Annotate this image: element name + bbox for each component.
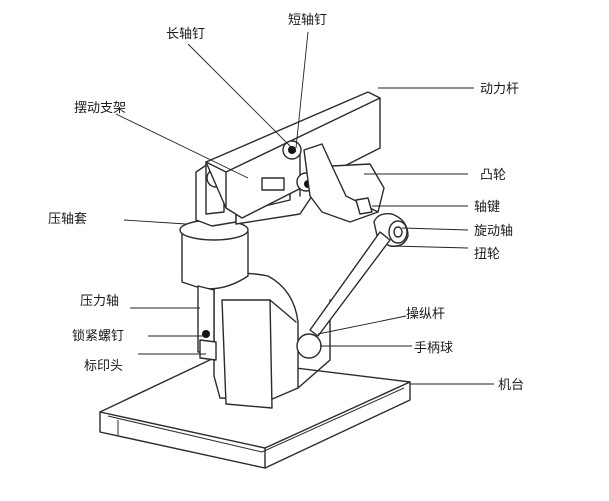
press-shaft-sleeve-shape <box>179 219 249 290</box>
label-cam: 凸轮 <box>480 168 506 183</box>
leader-lines <box>115 31 494 385</box>
label-power-rod: 动力杆 <box>480 82 519 97</box>
label-torsion-wheel: 扭轮 <box>474 247 500 262</box>
cam-shape <box>303 143 385 223</box>
label-rotating-shaft: 旋动轴 <box>474 224 513 239</box>
label-short-axis-pin: 短轴钉 <box>288 13 327 28</box>
labels: 长轴钉 短轴钉 动力杆 摆动支架 凸轮 压轴套 轴键 旋动轴 扭轮 压力轴 操纵… <box>48 13 524 393</box>
label-handle-ball: 手柄球 <box>414 341 453 356</box>
label-base: 机台 <box>498 378 524 393</box>
pressure-shaft-shape <box>197 285 217 361</box>
label-stamp-head: 标印头 <box>84 359 123 374</box>
label-swing-bracket: 摆动支架 <box>74 101 126 116</box>
base-plate <box>99 357 411 469</box>
label-pressure-shaft: 压力轴 <box>80 294 119 309</box>
label-press-shaft-sleeve: 压轴套 <box>48 211 87 227</box>
label-lever: 操纵杆 <box>406 306 445 322</box>
lever-shape <box>296 231 391 359</box>
label-lock-screw: 锁紧螺钉 <box>72 328 124 344</box>
label-long-axis-pin: 长轴钉 <box>166 27 205 42</box>
label-shaft-key: 轴键 <box>474 200 500 215</box>
